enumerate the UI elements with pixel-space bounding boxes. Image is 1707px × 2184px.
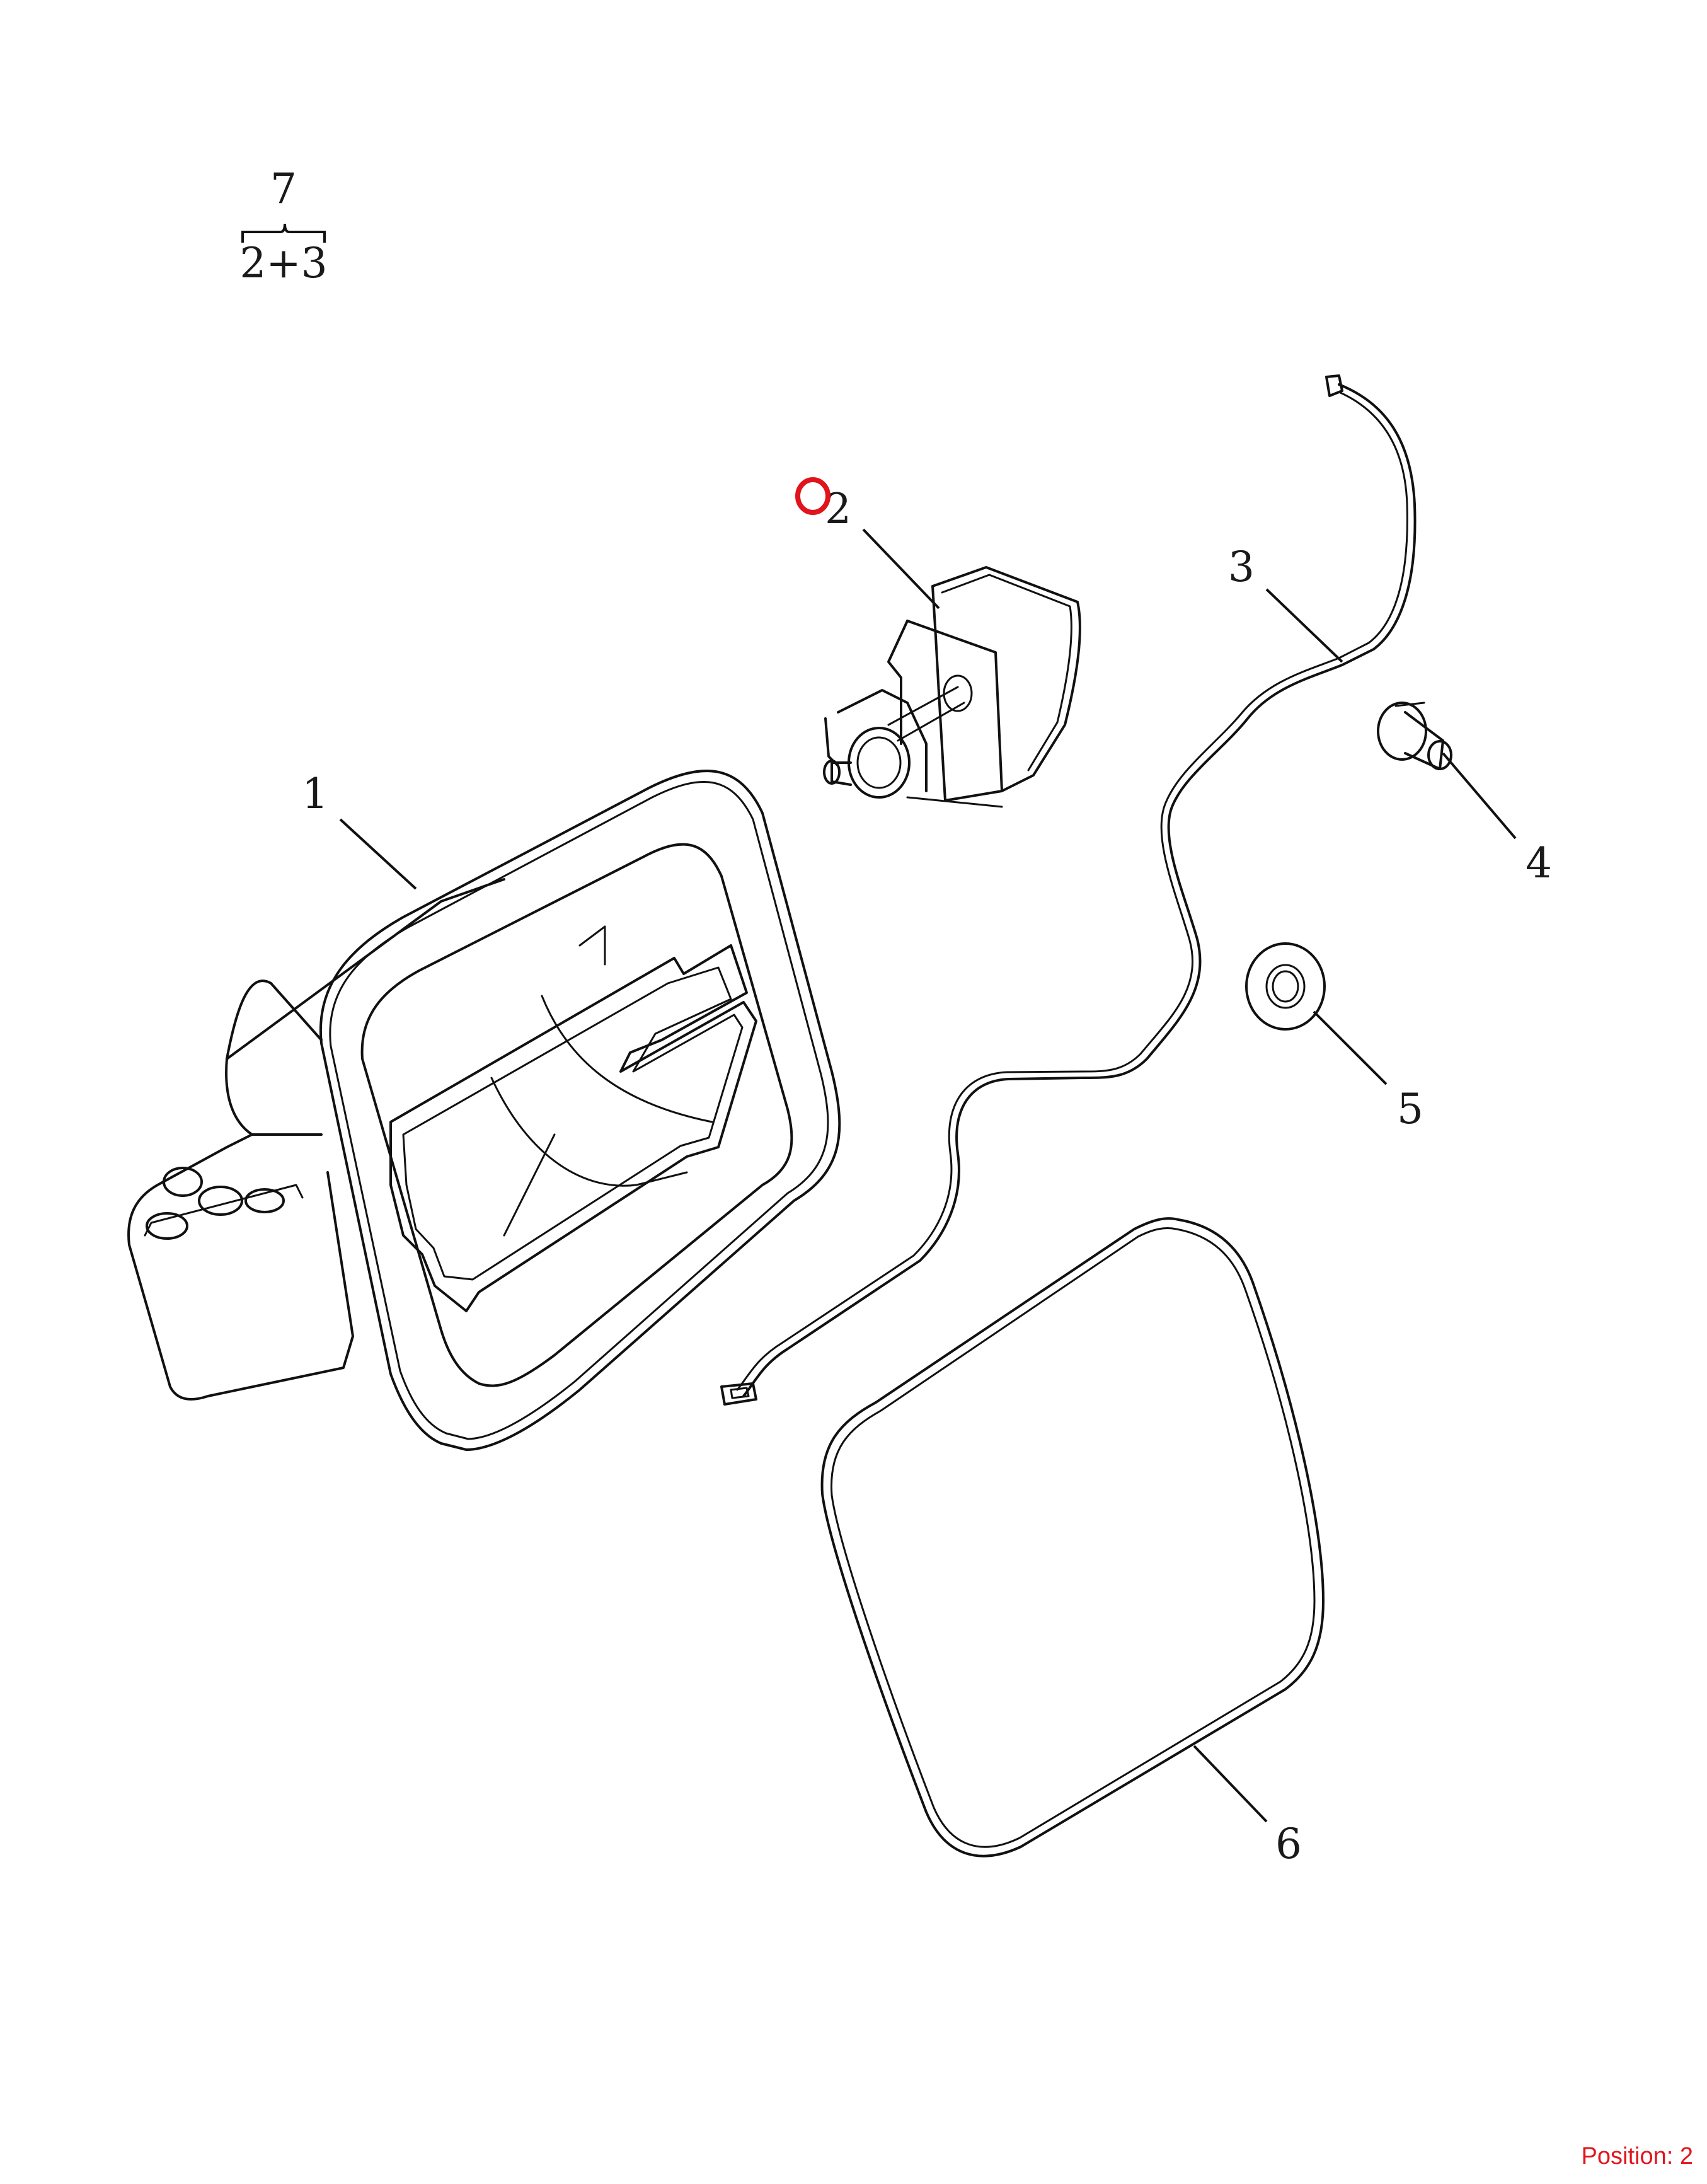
leader-4 (1442, 752, 1517, 840)
assembly-group: 7 2+3 (239, 165, 327, 287)
leader-5 (1313, 1010, 1388, 1085)
part-6-fuel-door[interactable] (820, 1217, 1325, 1858)
callout-6[interactable]: 6 (1275, 1820, 1302, 1868)
part-5-grommet[interactable] (1245, 942, 1326, 1031)
callout-3[interactable]: 3 (1228, 543, 1255, 591)
callout-5[interactable]: 5 (1397, 1085, 1423, 1133)
callout-numbers: 1 2 3 4 5 6 (302, 485, 1552, 1868)
part-2-actuator[interactable] (823, 566, 1081, 808)
leader-1 (339, 818, 417, 890)
leader-6 (1193, 1745, 1268, 1823)
position-status: Position: 2 (1581, 2143, 1693, 2170)
callout-2-highlight-marker (795, 477, 831, 515)
leader-lines (339, 528, 1517, 1823)
leader-3 (1265, 588, 1343, 663)
assembly-brace (241, 223, 326, 243)
assembly-components: 2+3 (239, 239, 327, 287)
part-1-filler-housing[interactable] (127, 770, 841, 1451)
leader-2 (862, 528, 940, 610)
part-3-release-cable[interactable] (720, 374, 1417, 1406)
callout-1[interactable]: 1 (302, 770, 328, 818)
callout-4[interactable]: 4 (1526, 839, 1552, 887)
assembly-number: 7 (270, 165, 297, 213)
part-4-clip[interactable] (1377, 702, 1452, 770)
